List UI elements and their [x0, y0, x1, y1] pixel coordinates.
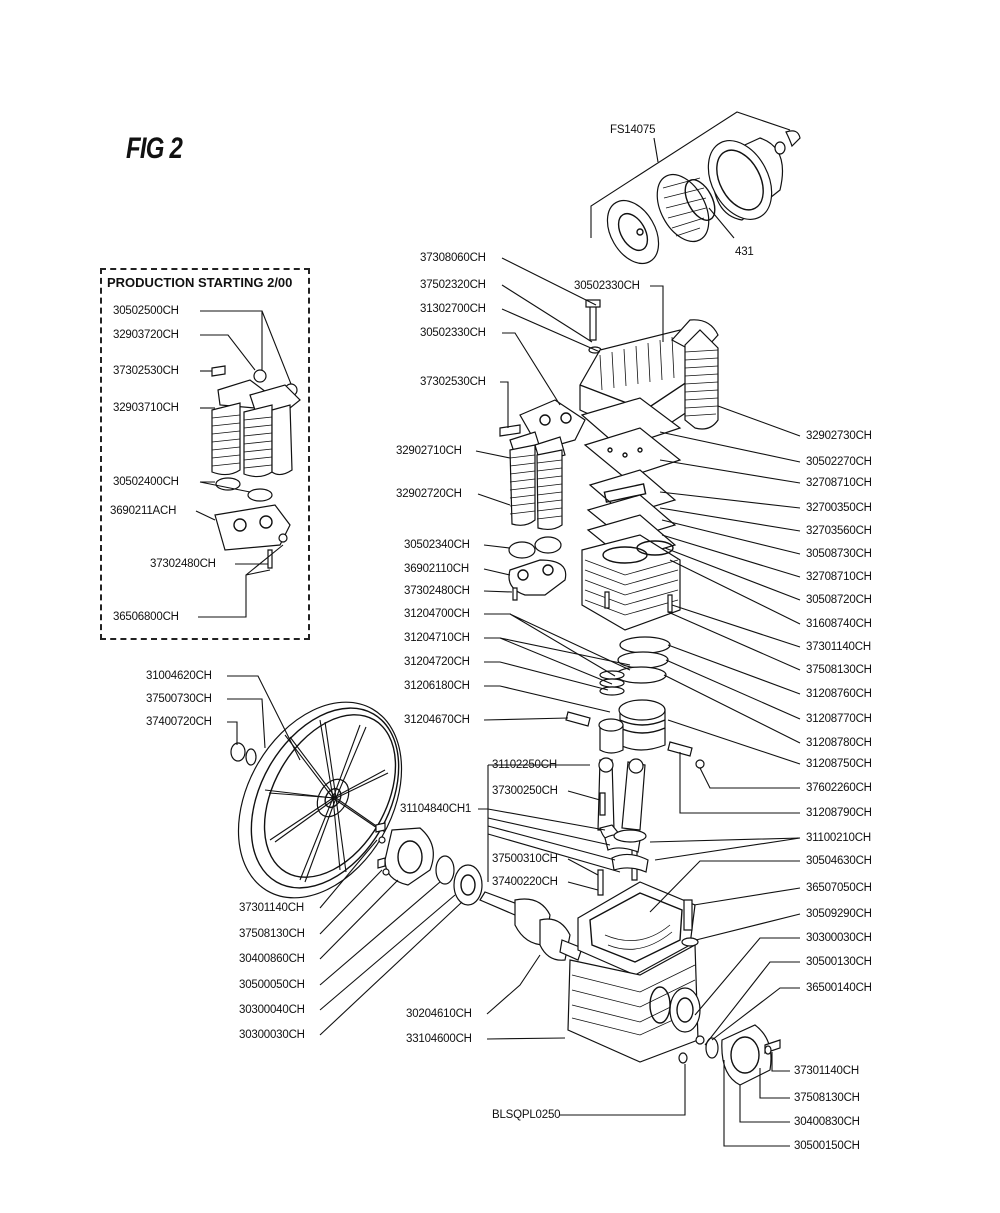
part-label: 431: [735, 246, 754, 258]
part-label: 37308060CH: [420, 252, 486, 264]
part-label: 37302530CH: [113, 365, 179, 377]
part-label: 31208750CH: [806, 758, 872, 770]
part-label: 30400860CH: [239, 953, 305, 965]
part-label: 37502320CH: [420, 279, 486, 291]
part-label: 37500730CH: [146, 693, 212, 705]
part-label: 32903710CH: [113, 402, 179, 414]
part-label: 30504630CH: [806, 855, 872, 867]
part-label: FS14075: [610, 124, 656, 136]
part-label: 33104600CH: [406, 1033, 472, 1045]
part-label: 37301140CH: [806, 641, 871, 653]
crankcase: [567, 881, 701, 1064]
part-label: 32708710CH: [806, 477, 872, 489]
part-label: 37302480CH: [404, 585, 470, 597]
part-label: 31204700CH: [404, 608, 470, 620]
part-label: 32700350CH: [806, 502, 872, 514]
part-label: 36500140CH: [806, 982, 872, 994]
leader-lines: [195, 257, 801, 1147]
part-label: 37301140CH: [794, 1065, 859, 1077]
part-label: 37301140CH: [239, 902, 304, 914]
part-label: 31608740CH: [806, 618, 872, 630]
part-label: 37302530CH: [420, 376, 486, 388]
part-label: 30500150CH: [794, 1140, 860, 1152]
flywheel: [230, 701, 403, 899]
part-label: 30509290CH: [806, 908, 872, 920]
part-label: 30502330CH: [574, 280, 640, 292]
part-label: 30300030CH: [806, 932, 872, 944]
piston-assembly: [565, 636, 705, 896]
part-label: 32902710CH: [396, 445, 462, 457]
part-label: 31208780CH: [806, 737, 872, 749]
part-label: 36902110CH: [404, 563, 469, 575]
part-label: 37400720CH: [146, 716, 212, 728]
crankshaft: [479, 891, 583, 961]
bearing-housing-left: [375, 822, 483, 906]
part-label: 30502340CH: [404, 539, 470, 551]
part-label: 37508130CH: [239, 928, 305, 940]
part-label: 37400220CH: [492, 876, 558, 888]
part-label: 31208760CH: [806, 688, 872, 700]
part-label: 31102250CH: [492, 759, 557, 771]
part-label: 30300030CH: [239, 1029, 305, 1041]
part-label: 37302480CH: [150, 558, 216, 570]
part-label: 30502270CH: [806, 456, 872, 468]
part-label: 31104840CH1: [400, 803, 472, 815]
air-filter-assembly: [590, 111, 801, 265]
part-label: 32903720CH: [113, 329, 179, 341]
part-label: 30508720CH: [806, 594, 872, 606]
part-label: 32703560CH: [806, 525, 872, 537]
part-label: BLSQPL0250: [492, 1109, 561, 1121]
part-label: 30508730CH: [806, 548, 872, 560]
production-inset-box: [100, 268, 310, 640]
part-label: 32902730CH: [806, 430, 872, 442]
part-label: 32708710CH: [806, 571, 872, 583]
bearing-cover-right: [695, 1024, 781, 1086]
part-label: 31206180CH: [404, 680, 470, 692]
part-label: 36507050CH: [806, 882, 872, 894]
part-label: 37300250CH: [492, 785, 558, 797]
part-label: 37508130CH: [806, 664, 872, 676]
part-label: 30204610CH: [406, 1008, 472, 1020]
part-label: 31208790CH: [806, 807, 872, 819]
cylinder-head-assembly: [579, 299, 719, 631]
part-label: 31004620CH: [146, 670, 212, 682]
part-label: 37508130CH: [794, 1092, 860, 1104]
part-label: 31204670CH: [404, 714, 470, 726]
figure-title: FIG 2: [126, 132, 183, 165]
intake-manifold: [499, 399, 586, 601]
part-label: 3690211ACH: [110, 505, 177, 517]
part-label: 30502330CH: [420, 327, 486, 339]
part-label: 30500050CH: [239, 979, 305, 991]
part-label: 30400830CH: [794, 1116, 860, 1128]
part-label: 30300040CH: [239, 1004, 305, 1016]
inset-title: PRODUCTION STARTING 2/00: [107, 275, 293, 290]
part-label: 32902720CH: [396, 488, 462, 500]
part-label: 31100210CH: [806, 832, 871, 844]
part-label: 31204710CH: [404, 632, 470, 644]
part-label: 30502500CH: [113, 305, 179, 317]
part-label: 31208770CH: [806, 713, 872, 725]
part-label: 31302700CH: [420, 303, 486, 315]
part-label: 36506800CH: [113, 611, 179, 623]
part-label: 37500310CH: [492, 853, 558, 865]
part-label: 37602260CH: [806, 782, 872, 794]
part-label: 31204720CH: [404, 656, 470, 668]
part-label: 30502400CH: [113, 476, 179, 488]
inset-drawing: [211, 365, 301, 569]
part-label: 30500130CH: [806, 956, 872, 968]
